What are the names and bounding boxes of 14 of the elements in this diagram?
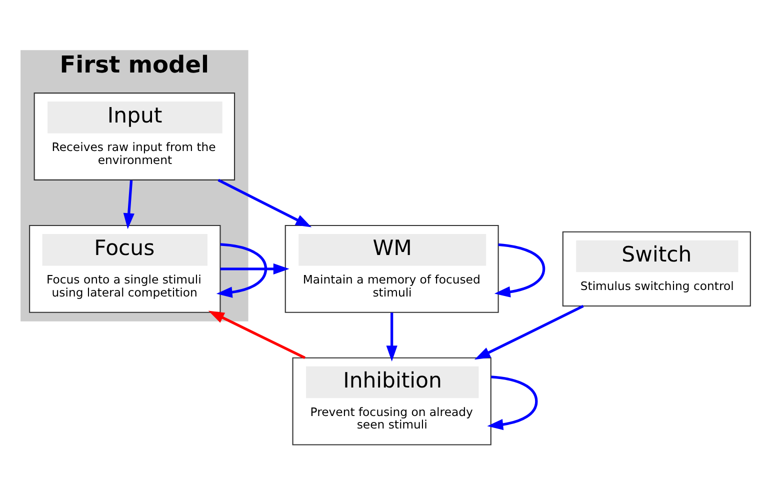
node-box: Focus Focus onto a single stimuli using lateral competition <box>29 224 221 312</box>
arrow <box>123 180 134 229</box>
arrow <box>220 262 290 274</box>
arrow <box>216 242 268 298</box>
node-box: Input Receives raw input from the environment <box>34 92 236 180</box>
node-box: Switch Stimulus switching control <box>562 230 751 306</box>
node-box: Inhibition Prevent focusing on already seen stimuli <box>292 356 492 445</box>
arrow <box>208 310 306 359</box>
arrow <box>218 178 312 227</box>
arrow <box>494 242 546 297</box>
arrow <box>386 312 398 362</box>
arrow <box>487 375 538 430</box>
node-box: WM Maintain a memory of focused stimuli <box>284 224 499 312</box>
arrow <box>474 304 584 360</box>
